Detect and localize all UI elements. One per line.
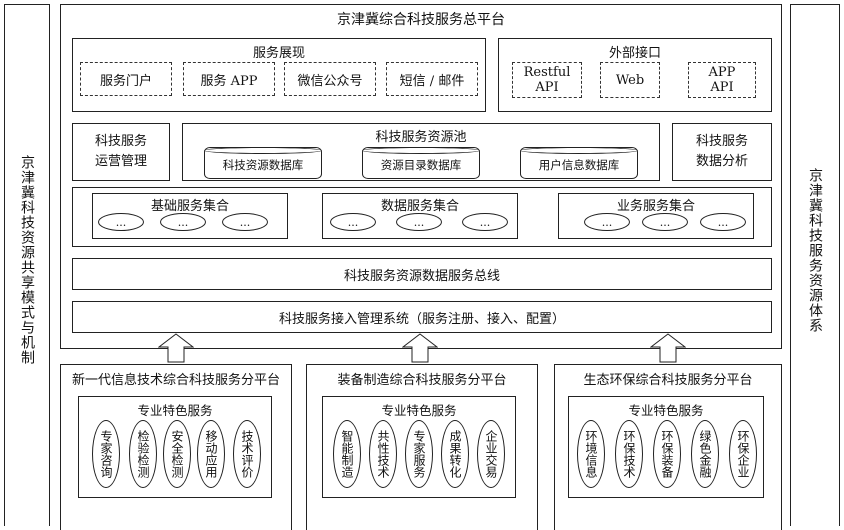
feature-item: 企业交易	[477, 420, 505, 488]
right-side-label: 京津冀科技服务资源体系	[807, 167, 823, 333]
feature-item: 技术评价	[233, 420, 261, 488]
resource-catalog-database: 资源目录数据库	[362, 147, 480, 179]
external-api-title: 外部接口	[608, 46, 661, 61]
service-app: 服务 APP	[183, 62, 275, 96]
service-item: ...	[462, 213, 508, 231]
ops-management-box: 科技服务 运营管理	[72, 123, 170, 181]
service-display-title: 服务展现	[252, 46, 305, 61]
feature-services-title: 专业特色服务	[628, 403, 704, 418]
feature-services-title: 专业特色服务	[381, 403, 457, 418]
feature-item: 绿色金融	[691, 420, 719, 488]
feature-services-title: 专业特色服务	[137, 403, 213, 418]
feature-item: 环保企业	[729, 420, 757, 488]
service-item: ...	[700, 213, 746, 231]
tech-resource-database: 科技资源数据库	[204, 147, 322, 179]
service-item: ...	[222, 213, 268, 231]
feature-item: 环保技术	[615, 420, 643, 488]
left-side-label: 京津冀科技资源共享模式与机制	[19, 155, 35, 365]
up-arrow-icon	[650, 333, 686, 363]
feature-item: 安全检测	[163, 420, 191, 488]
web-api: Web	[600, 62, 660, 98]
service-item: ...	[642, 213, 688, 231]
feature-item: 环境信息	[577, 420, 605, 488]
data-service-bus: 科技服务资源数据服务总线	[72, 258, 772, 290]
sms-email: 短信 / 邮件	[386, 62, 478, 96]
up-arrow-icon	[402, 333, 438, 363]
feature-item: 专家服务	[405, 420, 433, 488]
basic-service-set-title: 基础服务集合	[150, 199, 229, 214]
service-item: ...	[396, 213, 442, 231]
app-api: APP API	[688, 62, 756, 98]
feature-item: 检验检测	[129, 420, 157, 488]
restful-api: Restful API	[512, 62, 582, 98]
service-portal: 服务门户	[80, 62, 172, 96]
right-side-column	[790, 4, 840, 526]
sub-platform-title: 装备制造综合科技服务分平台	[337, 373, 507, 388]
business-service-set-title: 业务服务集合	[616, 199, 695, 214]
wechat-account: 微信公众号	[284, 62, 376, 96]
service-item: ...	[98, 213, 144, 231]
feature-item: 智能制造	[333, 420, 361, 488]
left-side-column	[4, 4, 50, 526]
feature-item: 环保装备	[653, 420, 681, 488]
access-management-system: 科技服务接入管理系统（服务注册、接入、配置）	[72, 301, 772, 333]
feature-item: 专家咨询	[92, 420, 120, 488]
service-item: ...	[584, 213, 630, 231]
resource-pool-title: 科技服务资源池	[375, 130, 467, 145]
up-arrow-icon	[158, 333, 194, 363]
feature-item: 移动应用	[197, 420, 225, 488]
feature-item: 成果转化	[441, 420, 469, 488]
main-platform-title: 京津冀综合科技服务总平台	[337, 12, 505, 28]
user-info-database: 用户信息数据库	[520, 147, 638, 179]
service-item: ...	[330, 213, 376, 231]
data-analysis-box: 科技服务 数据分析	[672, 123, 772, 181]
sub-platform-title: 生态环保综合科技服务分平台	[583, 373, 753, 388]
sub-platform-title: 新一代信息技术综合科技服务分平台	[71, 373, 280, 388]
service-item: ...	[160, 213, 206, 231]
data-service-set-title: 数据服务集合	[380, 199, 459, 214]
feature-item: 共性技术	[369, 420, 397, 488]
